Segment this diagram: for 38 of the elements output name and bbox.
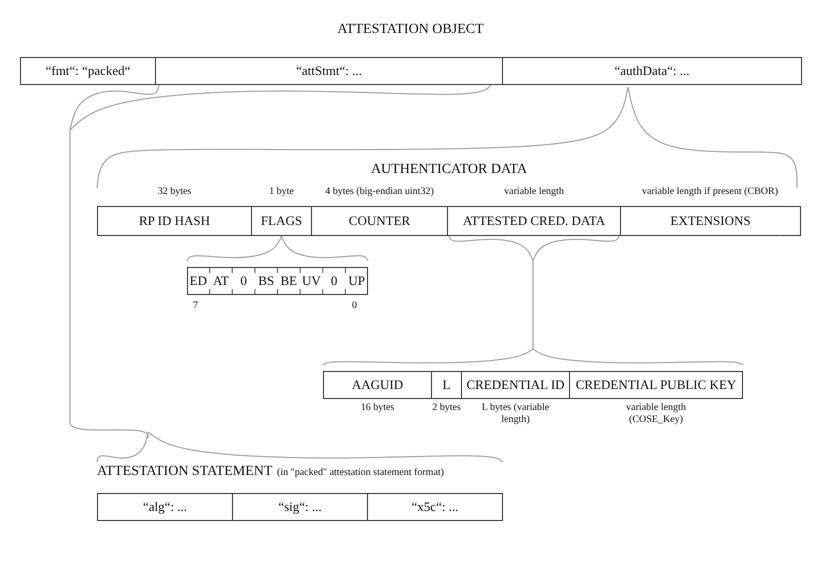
field-cell: “attStmt“: ... [155,57,503,85]
field-cell: EXTENSIONS [620,206,801,236]
field-cell: “fmt“: “packed“ [20,57,156,85]
size-note: (in "packed" attestation statement format) [277,467,444,479]
bit-number: 0 [352,300,357,312]
field-cell: 0 [322,267,346,295]
size-note: L bytes (variable length) [480,402,550,426]
bit-number: 7 [193,300,198,312]
field-cell: UV [300,267,323,295]
size-note: 1 byte [268,186,295,198]
diagram-title: ATTESTATION OBJECT [337,22,484,38]
size-note: variable length if present (CBOR) [640,186,780,198]
field-cell: UP [345,267,368,295]
curly-brace [96,86,798,188]
field-cell: COUNTER [311,206,448,236]
field-cell: “alg“: ... [97,493,233,521]
field-cell: BS [254,267,278,295]
size-note: 4 bytes (big-endian uint32) [324,186,435,198]
field-cell: BE [278,267,300,295]
curly-brace [322,236,744,366]
field-cell: ED [187,267,210,295]
size-note: 32 bytes [156,186,192,198]
size-note: variable length (COSE_Key) [625,402,687,426]
size-note: 2 bytes [431,402,462,414]
field-cell: AT [210,267,232,295]
size-note: 16 bytes [360,402,396,414]
curly-brace [70,84,504,462]
field-cell: RP ID HASH [97,206,252,236]
section-heading: ATTESTATION STATEMENT [97,464,272,480]
field-cell: FLAGS [251,206,312,236]
field-cell: “x5c“: ... [367,493,503,521]
field-cell: “authData“: ... [502,57,802,85]
section-heading: AUTHENTICATOR DATA [370,162,528,178]
field-cell: 0 [232,267,255,295]
field-cell: “sig“: ... [232,493,368,521]
size-note: variable length [503,186,565,198]
field-cell: ATTESTED CRED. DATA [447,206,621,236]
curly-brace [186,236,368,262]
